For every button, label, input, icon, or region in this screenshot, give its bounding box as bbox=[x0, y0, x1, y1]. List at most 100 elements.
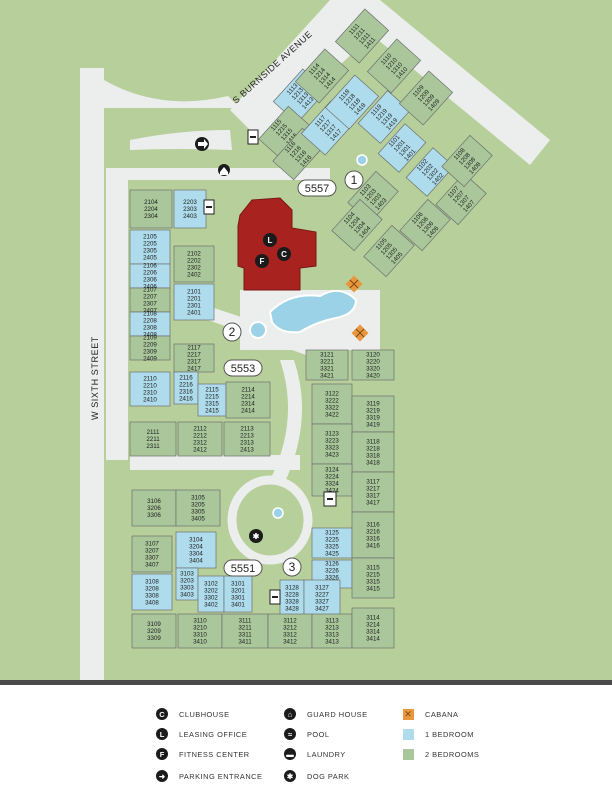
unit-number: 3210 bbox=[193, 625, 207, 632]
unit-number: 3204 bbox=[189, 544, 203, 551]
unit-number: 2212 bbox=[193, 433, 207, 440]
unit-number: 3424 bbox=[325, 488, 339, 495]
svg-text:5553: 5553 bbox=[231, 363, 255, 375]
legend-item-leasing-office: L LEASING OFFICE bbox=[156, 727, 247, 741]
unit-number: 3310 bbox=[193, 632, 207, 639]
unit-number: 3203 bbox=[180, 578, 194, 585]
legend-label: POOL bbox=[307, 729, 330, 739]
legend-label: LEASING OFFICE bbox=[179, 729, 248, 739]
unit-number: 3410 bbox=[193, 639, 207, 646]
middle-drive bbox=[130, 455, 300, 470]
unit-number: 3323 bbox=[325, 445, 339, 452]
unit-number: 2314 bbox=[241, 401, 255, 408]
legend-label: 1 BEDROOM bbox=[425, 729, 474, 739]
unit-number: 2403 bbox=[183, 213, 197, 220]
unit-number: 3305 bbox=[191, 509, 205, 516]
unit-number: 2211 bbox=[146, 436, 160, 443]
unit-number: 3208 bbox=[145, 586, 159, 593]
legend-item-guard-house: ⌂GUARD HOUSE bbox=[284, 707, 368, 721]
unit-number: 3403 bbox=[180, 592, 194, 599]
clubhouse-icon: C bbox=[277, 247, 291, 261]
laundry-icon bbox=[203, 199, 215, 215]
unit-number: 2117 bbox=[187, 345, 201, 352]
svg-text:C: C bbox=[281, 250, 287, 259]
unit-number: 3103 bbox=[180, 571, 194, 578]
unit-number: 3116 bbox=[366, 522, 380, 529]
unit-number: 3128 bbox=[285, 585, 299, 592]
unit-number: 3404 bbox=[189, 558, 203, 565]
unit-number: 2215 bbox=[205, 394, 219, 401]
unit-number: 3227 bbox=[315, 592, 329, 599]
unit-number: 2114 bbox=[241, 387, 255, 394]
unit-number: 3219 bbox=[366, 408, 380, 415]
unit-number: 2317 bbox=[187, 359, 201, 366]
laundry-icon: ▬ bbox=[284, 748, 296, 760]
svg-text:5557: 5557 bbox=[305, 183, 329, 195]
unit-number: 3207 bbox=[145, 548, 159, 555]
unit-number: 2116 bbox=[179, 375, 193, 382]
unit-number: 3120 bbox=[366, 352, 380, 359]
unit-number: 2313 bbox=[240, 440, 254, 447]
unit-number: 3401 bbox=[231, 602, 245, 609]
unit-number: 2407 bbox=[143, 308, 157, 315]
unit-number: 3328 bbox=[285, 599, 299, 606]
svg-text:2: 2 bbox=[229, 325, 236, 339]
unit-number: 3126 bbox=[325, 561, 339, 568]
unit-number: 2209 bbox=[143, 342, 157, 349]
laundry-icon bbox=[269, 589, 281, 605]
map-legend: C CLUBHOUSE L LEASING OFFICE F FITNESS CENTER… bbox=[0, 680, 612, 797]
legend-label: CABANA bbox=[425, 709, 459, 719]
unit-number: 3415 bbox=[366, 586, 380, 593]
unit-number: 3418 bbox=[366, 460, 380, 467]
unit-number: 2301 bbox=[187, 303, 201, 310]
unit-number: 3423 bbox=[325, 452, 339, 459]
unit-number: 3411 bbox=[238, 639, 252, 646]
unit-number: 3124 bbox=[325, 467, 339, 474]
unit-number: 3223 bbox=[325, 438, 339, 445]
svg-text:F: F bbox=[260, 257, 265, 266]
fountain-south bbox=[272, 507, 284, 519]
leasing-office-icon: L bbox=[263, 233, 277, 247]
legend-item-cabana: ✕CABANA bbox=[402, 707, 458, 721]
legend-label: PARKING ENTRANCE bbox=[179, 771, 263, 781]
legend-label: 2 BEDROOMS bbox=[425, 749, 480, 759]
legend-label: FITNESS CENTER bbox=[179, 749, 250, 759]
unit-number: 2412 bbox=[193, 447, 207, 454]
legend-item-pool: ≈POOL bbox=[284, 727, 330, 741]
legend-label: CLUBHOUSE bbox=[179, 709, 230, 719]
fitness-center-icon: F bbox=[156, 748, 168, 760]
unit-number: 3302 bbox=[204, 595, 218, 602]
unit-number: 2304 bbox=[144, 213, 158, 220]
unit-number: 3125 bbox=[325, 530, 339, 537]
leasing-office-icon: L bbox=[156, 728, 168, 740]
unit-number: 3315 bbox=[366, 579, 380, 586]
clubhouse-icon: C bbox=[156, 708, 168, 720]
unit-number: 2316 bbox=[179, 389, 193, 396]
unit-number: 3222 bbox=[325, 398, 339, 405]
unit-number: 2113 bbox=[240, 426, 254, 433]
unit-number: 3202 bbox=[204, 588, 218, 595]
laundry-icon bbox=[323, 491, 337, 507]
legend-item-parking-entrance: ➜ PARKING ENTRANCE bbox=[156, 769, 262, 783]
unit-number: 3102 bbox=[204, 581, 218, 588]
unit-number: 2111 bbox=[147, 429, 160, 436]
parking-entrance-icon: ➜ bbox=[156, 770, 168, 782]
